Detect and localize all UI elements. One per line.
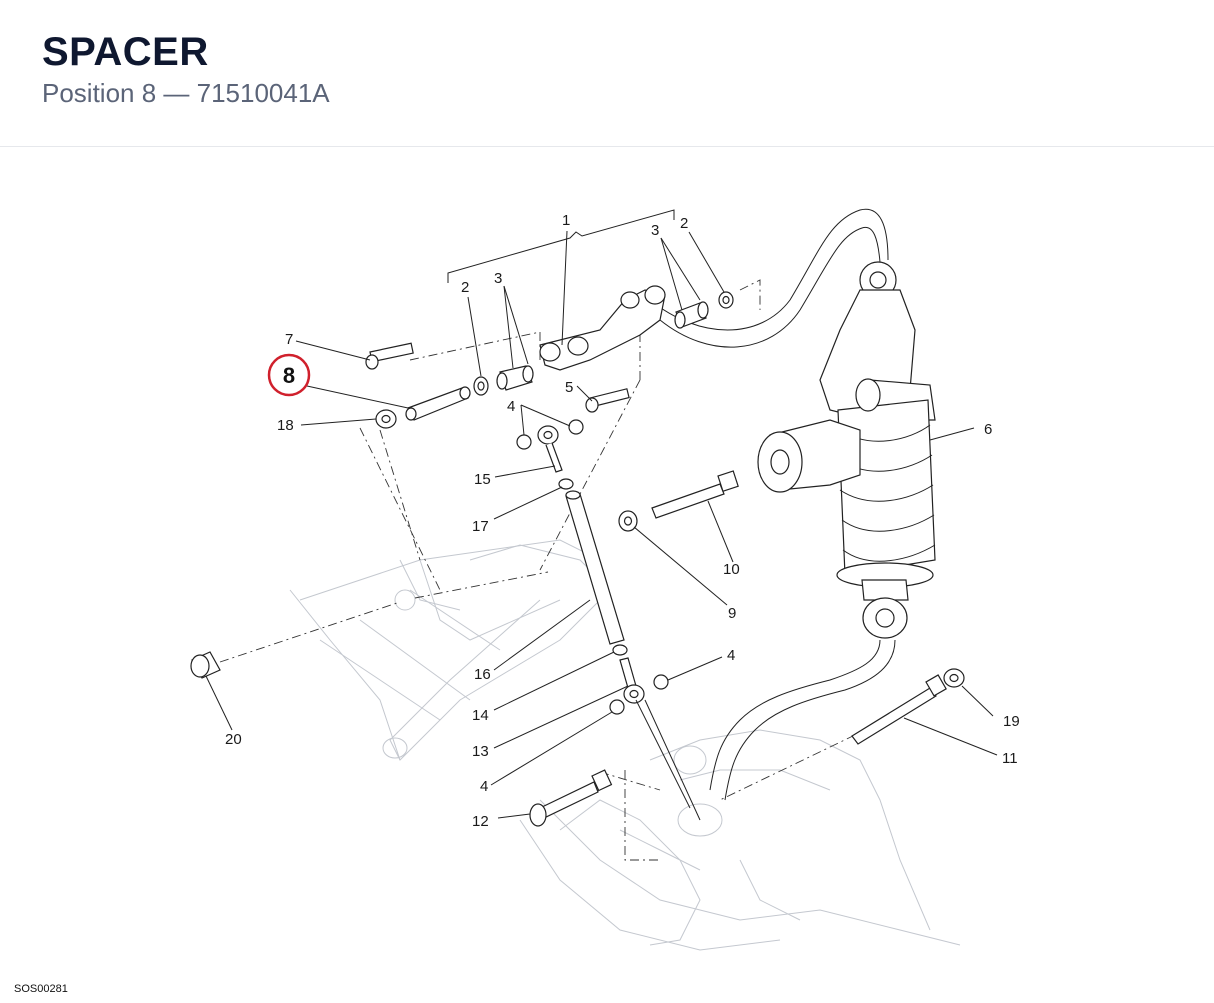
callout-18: 18	[277, 417, 294, 434]
seals-2-3-left	[473, 365, 534, 396]
callout-17: 17	[472, 518, 489, 535]
callout-2-left: 2	[461, 279, 469, 296]
callout-12: 12	[472, 813, 489, 830]
callout-13: 13	[472, 743, 489, 760]
callout-1: 1	[562, 212, 570, 229]
assembly-axis-lines	[219, 279, 856, 861]
part-subtitle: Position 8 — 71510041A	[42, 78, 330, 108]
frame-ghost	[289, 539, 961, 951]
header-divider	[0, 146, 1214, 147]
callout-9: 9	[728, 605, 736, 622]
highlight-ring	[267, 353, 311, 397]
highlight-label: 8	[283, 363, 295, 388]
callout-4-lower: 4	[480, 778, 488, 795]
callout-labels: 1 2 2 3 3 4 4 4 5 6 7 9 10 11 12 13 14 1…	[225, 212, 1020, 830]
nuts-4-lower	[609, 674, 669, 715]
callout-20: 20	[225, 731, 242, 748]
bushing-20	[190, 651, 221, 679]
locknut-17	[558, 478, 574, 490]
callout-4-right: 4	[727, 647, 735, 664]
leader-lines	[205, 230, 998, 821]
diagram-code: SOS00281	[14, 983, 68, 995]
rocker-linkage	[539, 285, 666, 371]
part-title: SPACER	[42, 30, 209, 74]
callout-19: 19	[1003, 713, 1020, 730]
callout-3-left: 3	[494, 270, 502, 287]
washer-18	[375, 409, 397, 429]
bolt-12	[529, 769, 613, 827]
callout-15: 15	[474, 471, 491, 488]
bolt-7	[365, 342, 414, 370]
rod-end-13	[619, 657, 645, 704]
callout-5: 5	[565, 379, 573, 396]
washer-9	[618, 510, 638, 532]
callout-2-right: 2	[680, 215, 688, 232]
bolt-10	[651, 470, 739, 519]
bolt-5	[585, 388, 630, 413]
bracket-item-1	[447, 209, 675, 283]
shock-absorber-6	[757, 261, 936, 639]
bolt-11	[851, 674, 947, 745]
shock-hose	[649, 208, 896, 801]
spacer-8	[405, 386, 471, 421]
callout-16: 16	[474, 666, 491, 683]
callout-10: 10	[723, 561, 740, 578]
nuts-4-upper	[516, 419, 584, 450]
callout-4-upper: 4	[507, 398, 515, 415]
callout-7: 7	[285, 331, 293, 348]
tie-rod-16	[565, 490, 625, 645]
callout-6: 6	[984, 421, 992, 438]
callout-14: 14	[472, 707, 489, 724]
rod-end-15	[537, 425, 563, 473]
locknut-14	[612, 644, 628, 656]
page-header: SPACER Position 8 — 71510041A	[0, 0, 1214, 146]
nut-19	[943, 668, 965, 688]
callout-11: 11	[1002, 750, 1018, 767]
seals-2-3-right	[674, 291, 734, 329]
highlight-position-8[interactable]: 8	[267, 353, 311, 397]
callout-3-right: 3	[651, 222, 659, 239]
